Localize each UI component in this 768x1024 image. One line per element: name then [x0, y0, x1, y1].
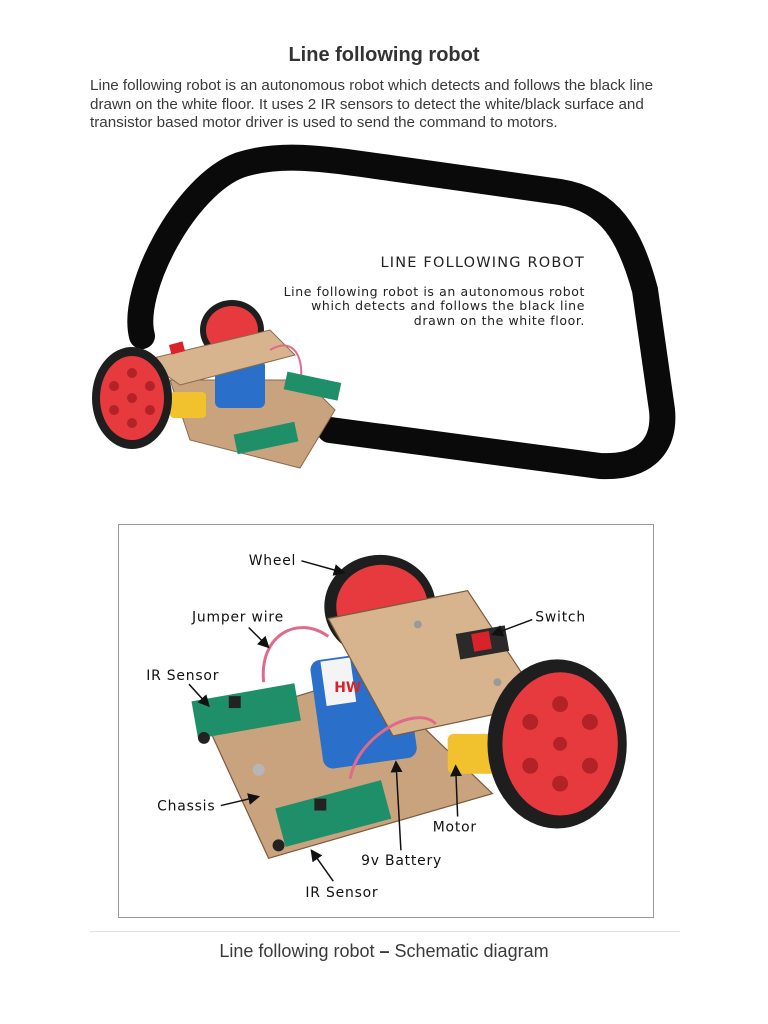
schematic-top-board	[327, 590, 544, 737]
black-line-track	[127, 144, 676, 480]
arrow-jumper-wire	[248, 626, 270, 649]
schematic-motor	[447, 733, 498, 774]
top-board	[143, 329, 296, 386]
schematic-switch	[471, 631, 492, 652]
label-motor: Motor	[433, 819, 477, 835]
switch	[168, 341, 186, 355]
intro-paragraph: Line following robot is an autonomous ro…	[90, 77, 654, 131]
robot-photo	[92, 300, 342, 469]
chassis-board	[169, 379, 336, 469]
figure1-desc-line2: which detects and follows the black line	[311, 298, 585, 313]
arrow-ir-sensor-bottom	[310, 849, 334, 882]
schematic-ir-sensor-bottom	[272, 780, 392, 852]
page-title: Line following robot	[288, 44, 480, 66]
figure-caption: Line following robot – Schematic diagram	[0, 941, 768, 962]
front-wheel	[92, 347, 172, 449]
schematic-front-wheel	[487, 659, 627, 829]
label-wheel: Wheel	[249, 553, 297, 569]
caption-dash: –	[374, 941, 395, 961]
label-ir-sensor-top: IR Sensor	[146, 668, 219, 684]
caption-title: Line following robot	[219, 941, 375, 961]
arrow-motor	[450, 764, 463, 817]
ir-sensor-front	[233, 421, 299, 455]
arrow-wheel	[301, 560, 346, 576]
label-ir-sensor-bottom: IR Sensor	[305, 885, 378, 901]
arrow-ir-sensor-top	[188, 683, 210, 708]
schematic-jumper-wire-top	[261, 626, 330, 683]
motor	[170, 392, 206, 418]
label-jumper-wire: Jumper wire	[191, 610, 284, 626]
schematic-jumper-wire-bottom	[348, 716, 437, 779]
schematic-ir-sensor-top	[191, 683, 301, 744]
caption-divider	[90, 931, 680, 932]
label-switch: Switch	[535, 610, 586, 626]
label-chassis: Chassis	[157, 799, 215, 815]
label-battery: 9v Battery	[361, 853, 442, 869]
figure1-desc-line1: Line following robot is an autonomous ro…	[284, 284, 585, 299]
figure-line-track: LINE FOLLOWING ROBOT Line following robo…	[92, 144, 676, 480]
figure1-desc-line3: drawn on the white floor.	[414, 313, 585, 328]
caption-subtitle: Schematic diagram	[394, 941, 549, 961]
figure-schematic: HW Wheel Jumper wire S	[118, 524, 654, 918]
ir-sensor-right	[283, 371, 342, 401]
figure1-heading: LINE FOLLOWING ROBOT	[380, 255, 585, 271]
arrow-switch	[491, 618, 533, 637]
battery-brand: HW	[334, 680, 361, 696]
arrow-battery	[390, 760, 403, 851]
arrow-chassis	[220, 793, 261, 807]
